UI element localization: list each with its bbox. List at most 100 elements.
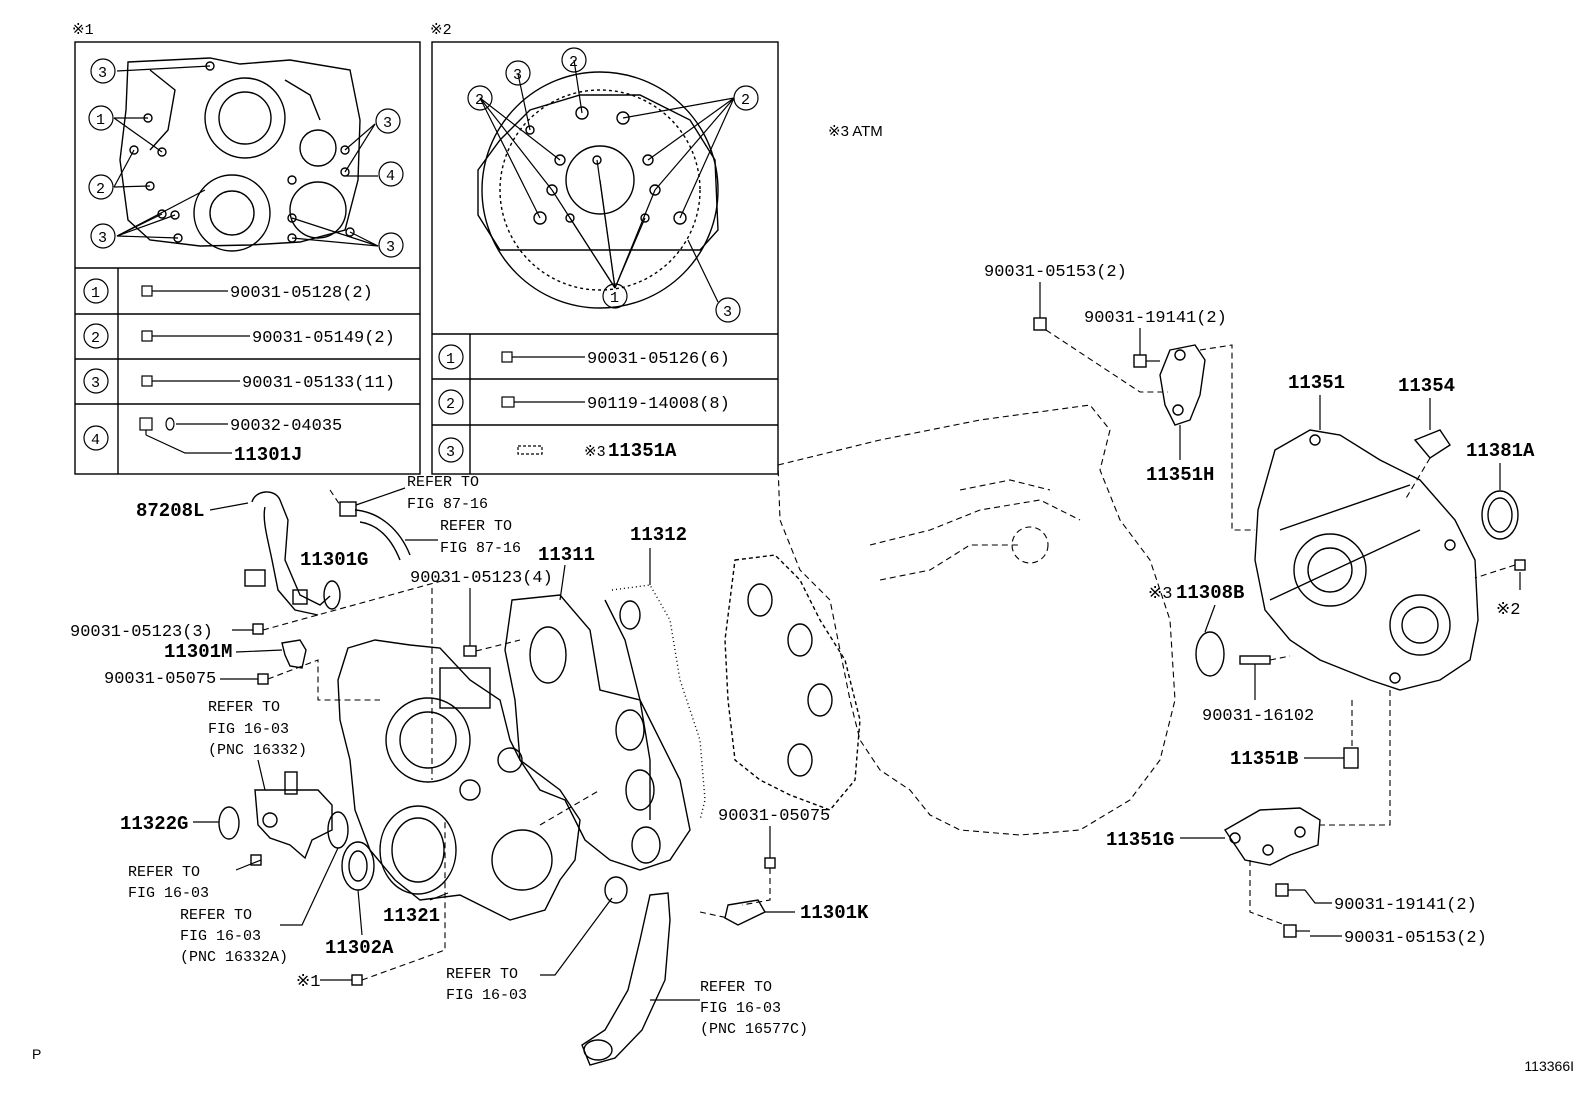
part-number: 90032-04035 [230,417,342,436]
label-87208L: 87208L [136,500,204,522]
inset-2-flywheel-housing [477,71,719,309]
atm-note: ※3 ATM [828,123,883,140]
svg-text:2: 2 [96,181,105,198]
callout-3: 3 [378,232,404,258]
ref-refer-to: REFER TO [128,864,200,881]
hose-87208L [209,491,331,616]
label-90031-05153-top: 90031-05153(2) [984,263,1127,282]
o-ring-16-03 [604,876,628,904]
gasket-11311 [504,564,691,871]
bolt-icon [141,375,192,387]
svg-text:3: 3 [386,239,395,256]
inset-2-row-3: 3 ※3 11351A [438,437,677,463]
callout-3: 3 [90,223,116,249]
ref-refer-to: REFER TO [407,474,479,491]
bracket-11351H [1159,344,1206,460]
svg-text:2: 2 [446,396,455,413]
flywheel-housing-11351 [1254,429,1479,691]
inset-1: ※1 [72,22,421,475]
label-90031-19141-bot: 90031-19141(2) [1334,896,1477,915]
bolt-icon [351,974,363,986]
svg-text:3: 3 [513,67,522,84]
callout-2: 2 [88,174,114,200]
seal-11308B [1195,631,1225,677]
bolt-icon [141,330,200,342]
sensor-11301K [724,899,766,926]
label-11351: 11351 [1288,372,1345,394]
bolt-icon [232,623,264,635]
inset-1-row-1: 1 90031-05128(2) [83,278,373,304]
svg-text:2: 2 [569,54,578,71]
svg-text:3: 3 [98,65,107,82]
label-90031-05123-4: 90031-05123(4) [410,569,553,588]
callout-3: 3 [90,58,116,84]
o-ring-11322G [193,806,240,840]
bolt-icon [220,673,269,685]
timing-cover-11321 [337,639,581,921]
part-number-11301J: 11301J [234,444,302,466]
page-marker: P [32,1046,42,1062]
dowel-pin-icon [517,445,543,455]
label-90031-05153-bot: 90031-05153(2) [1344,929,1487,948]
inset-1-row-3: 3 90031-05133(11) [83,368,395,394]
label-11302A: 11302A [325,937,394,959]
label-11311: 11311 [538,544,595,566]
svg-text:2: 2 [91,330,100,347]
label-90031-19141-top: 90031-19141(2) [1084,309,1227,328]
svg-text:3: 3 [383,115,392,132]
ref-fig-16-03: FIG 16-03 [128,885,209,902]
label-11321: 11321 [383,905,440,927]
label-11312: 11312 [630,524,687,546]
ref-pnc-16332: (PNC 16332) [208,742,307,759]
label-90031-16102: 90031-16102 [1202,707,1314,726]
bracket-11351G [1224,807,1321,866]
callout-2: 2 [467,85,493,111]
bolt-icon [764,826,776,869]
svg-text:4: 4 [91,432,100,449]
stud-90031-16102 [1239,655,1291,700]
svg-text:1: 1 [610,290,619,307]
label-90031-05123-3: 90031-05123(3) [70,623,213,642]
ref-fig-16-03: FIG 16-03 [180,928,261,945]
svg-text:3: 3 [98,230,107,247]
callout-3: 3 [715,297,741,323]
ref-fig-16-03: FIG 16-03 [208,721,289,738]
inset-2-row-1: 1 90031-05126(6) [438,344,730,370]
callout-3: 3 [375,108,401,134]
stud-icon [139,417,153,435]
label-11354: 11354 [1398,375,1455,397]
part-number: 90031-05133(11) [242,374,395,393]
label-11381A: 11381A [1466,440,1535,462]
callout-2: 2 [733,85,759,111]
bolt-icon [1514,559,1526,571]
label-mark-1: ※1 [296,973,320,992]
label-11351H: 11351H [1146,464,1214,486]
ref-fig-16-03: FIG 16-03 [700,1000,781,1017]
label-90031-05075-left: 90031-05075 [104,670,216,689]
bolt-icon [141,285,180,297]
oil-seal-11381A [1481,490,1519,540]
callout-1: 1 [88,105,114,131]
oil-seal-11302A [341,841,375,936]
diagram-id: 113366I [1524,1058,1574,1074]
inset-2-mark: ※2 [430,22,452,39]
callout-2: 2 [561,47,587,73]
hose-fig-87-16 [329,487,438,561]
svg-text:3: 3 [723,304,732,321]
inset-1-row-4: 4 90032-04035 11301J [83,417,342,466]
part-number: 90031-05149(2) [252,329,395,348]
label-11351G: 11351G [1106,829,1174,851]
inset-2: ※2 [430,22,779,475]
bolt-icon [1283,924,1310,938]
label-90031-05075-right: 90031-05075 [718,807,830,826]
ref-refer-to: REFER TO [700,979,772,996]
label-11351B: 11351B [1230,748,1298,770]
bolt-icon [463,645,477,657]
water-inlet-16577C [581,892,671,1066]
atm-mark: ※3 [584,444,606,461]
bolt-icon [1133,354,1160,368]
callout-4: 4 [378,161,404,187]
bolt-icon [501,396,544,408]
label-11308B: 11308B [1176,582,1244,604]
part-number: 90031-05128(2) [230,284,373,303]
